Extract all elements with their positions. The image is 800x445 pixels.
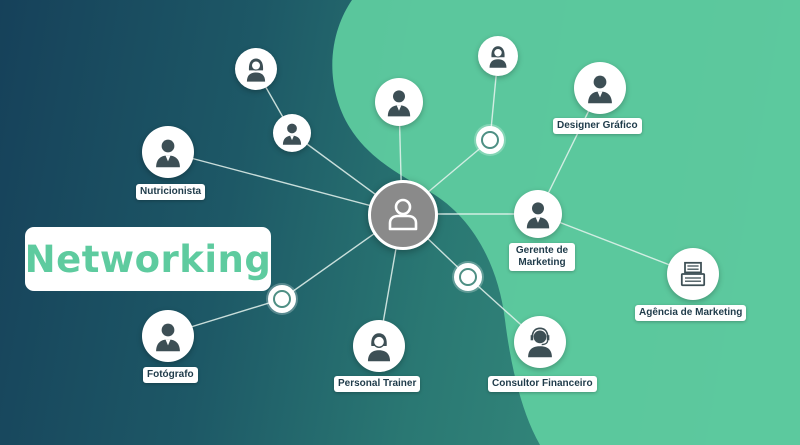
hub-node [368,180,438,250]
label-fotografo: Fotógrafo [143,367,198,383]
title-box: Networking [25,227,271,291]
label-consultor-financeiro: Consultor Financeiro [488,376,597,392]
node-unlabeled-top-right [478,36,518,76]
woman-icon [246,58,266,82]
node-fotografo [142,310,194,362]
node-gerente-de-marketing [514,190,562,238]
node-unlabeled-small-left [273,114,311,152]
man-suit-icon [526,202,550,229]
user-outline-icon [388,198,418,231]
man-headset-icon [528,327,552,358]
node-personal-trainer [353,320,405,372]
node-nutricionista [142,126,194,178]
cash-register-icon [680,261,706,287]
node-agencia-de-marketing [667,248,719,300]
label-designer-grafico: Designer Gráfico [553,118,642,134]
label-agencia-de-marketing: Agência de Marketing [635,305,747,321]
junction-ring [268,285,296,313]
junction-ring [476,126,504,154]
node-consultor-financeiro [514,316,566,368]
woman-icon [489,46,507,68]
man-suit-icon [156,323,180,352]
node-unlabeled-top-center [375,78,423,126]
label-personal-trainer: Personal Trainer [334,376,421,392]
man-suit-icon [387,90,411,117]
man-suit-icon [282,123,302,145]
man-suit-icon [588,75,612,104]
junction-ring [454,263,482,291]
node-unlabeled-top-left [235,48,277,90]
page-title: Networking [24,237,272,281]
node-designer-grafico [574,62,626,114]
label-gerente-de-marketing: Gerente de Marketing [509,243,575,271]
man-suit-icon [156,139,180,168]
label-nutricionista: Nutricionista [136,184,206,200]
woman-headset-icon [367,333,391,362]
